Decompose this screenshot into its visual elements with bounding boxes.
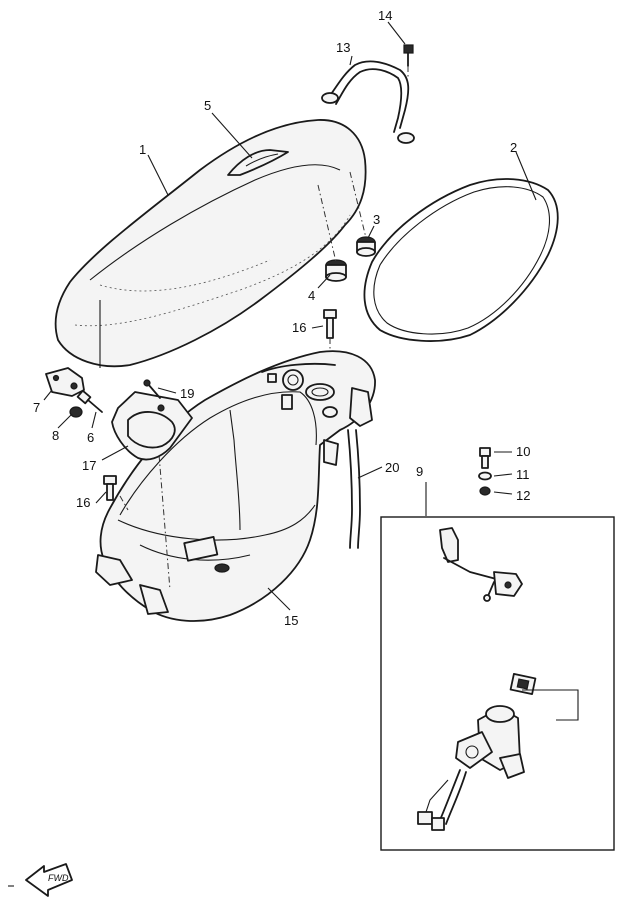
forward-arrow: FWD (8, 863, 73, 897)
nut-8 (69, 406, 83, 418)
washer-11 (478, 471, 492, 481)
seat (54, 119, 367, 368)
callout-15: 15 (284, 613, 298, 628)
screw-19 (143, 379, 165, 412)
callout-9: 9 (416, 464, 423, 479)
callout-14: 14 (378, 8, 392, 23)
lock-set-box (380, 516, 615, 851)
damper-4 (325, 259, 347, 282)
seat-emblem (227, 149, 289, 176)
callout-7: 7 (33, 400, 40, 415)
luggage-box (95, 350, 376, 622)
callout-8: 8 (52, 428, 59, 443)
callout-20: 20 (385, 460, 399, 475)
grab-bar (321, 60, 415, 144)
callout-16-upper: 16 (292, 320, 306, 335)
callout-19: 19 (180, 386, 194, 401)
bolt-16-lower (103, 475, 117, 501)
damper-3 (356, 236, 376, 257)
callout-5: 5 (204, 98, 211, 113)
callout-11: 11 (516, 467, 530, 482)
callout-10: 10 (516, 444, 530, 459)
callout-labels: 1 2 3 4 5 6 7 8 9 10 11 12 13 14 15 16 1… (33, 8, 530, 628)
hinge-bracket-7 (45, 367, 85, 397)
callout-1: 1 (139, 142, 146, 157)
callout-12: 12 (516, 488, 530, 503)
forward-arrow-label: FWD (48, 873, 69, 883)
leader-lines (43, 21, 537, 611)
bolt-14 (403, 44, 414, 78)
callout-3: 3 (373, 212, 380, 227)
callout-6: 6 (87, 430, 94, 445)
callout-13: 13 (336, 40, 350, 55)
callout-16-lower: 16 (76, 495, 90, 510)
bolt-16-upper (323, 309, 337, 380)
callout-17: 17 (82, 458, 96, 473)
seat-seal (363, 178, 559, 342)
callout-4: 4 (308, 288, 315, 303)
callout-2: 2 (510, 140, 517, 155)
battery-cover (111, 391, 193, 461)
bolt-6 (76, 389, 103, 413)
bolt-10 (479, 447, 491, 469)
hose-20 (347, 429, 361, 549)
nut-12 (479, 486, 491, 496)
